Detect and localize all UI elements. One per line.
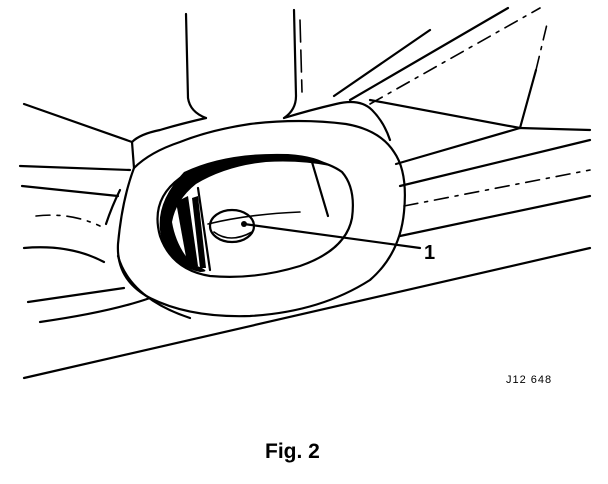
pillar bbox=[184, 8, 303, 120]
bore bbox=[156, 153, 354, 278]
base-plate bbox=[22, 246, 592, 380]
right-structure bbox=[332, 6, 592, 238]
bore-boss bbox=[116, 119, 406, 320]
reference-code: J12 648 bbox=[506, 374, 552, 386]
locating-hole bbox=[208, 208, 256, 244]
casting-body bbox=[18, 100, 392, 304]
figure-caption: Fig. 2 bbox=[265, 440, 320, 463]
callout-leader bbox=[241, 221, 422, 250]
callout-number-1: 1 bbox=[424, 242, 435, 264]
